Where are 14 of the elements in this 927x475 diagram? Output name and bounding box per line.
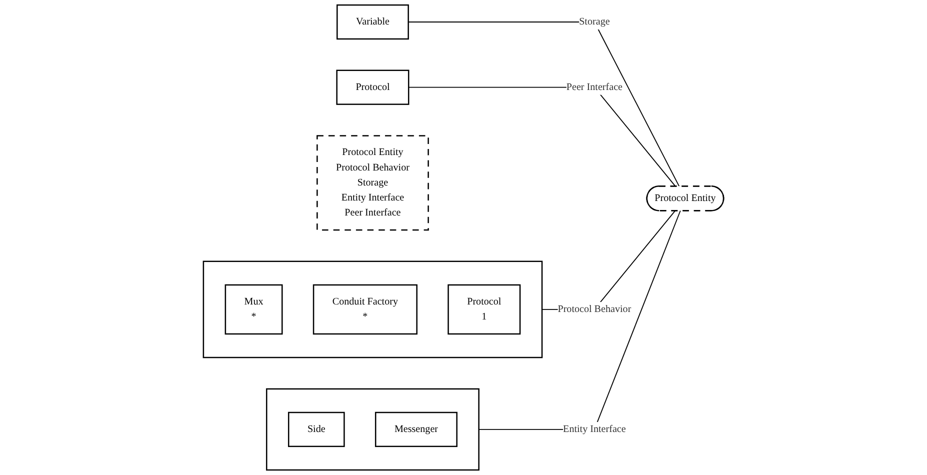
node-box: Variable (336, 4, 409, 40)
edge-label: Entity Interface (563, 424, 626, 434)
node-box: Protocol Entity Protocol Behavior Storage Entity Interface Peer Interface (316, 135, 429, 231)
edge-label: Peer Interface (566, 82, 622, 92)
edge-label: Storage (579, 16, 610, 28)
node-box: Side (288, 412, 345, 448)
node-box: Protocol (336, 70, 410, 105)
node-box: Mux * (224, 284, 283, 335)
edge-label: Protocol Behavior (558, 304, 632, 314)
node-box: Protocol 1 (448, 284, 521, 335)
node-box: Conduit Factory * (312, 284, 418, 335)
cluster (266, 388, 480, 471)
node-box: Messenger (374, 412, 458, 448)
cluster (202, 260, 543, 358)
